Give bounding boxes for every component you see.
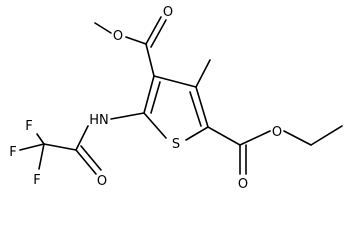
bond-n-carbonyl-c — [75, 125, 89, 151]
bond-cf3-f-left — [19, 143, 45, 151]
atom-sulfur: S — [172, 137, 180, 152]
atom-o-methyl-ether: O — [113, 29, 123, 44]
bond-carbonyl-c-o-double — [145, 16, 162, 45]
bond-amide-c-o-double-2 — [80, 145, 102, 171]
atom-label-layer: O O O O S HN F F F O — [9, 5, 282, 192]
bond-c2-n — [110, 112, 145, 120]
bond-c3-c2-double-inner — [150, 81, 161, 114]
bond-o-ch2 — [283, 130, 312, 146]
bond-cf3-f-bottom — [38, 143, 45, 170]
bond-carbonyl-c-ring-c3 — [145, 43, 155, 77]
atom-f-top: F — [25, 119, 32, 134]
atom-o-ester-top: O — [163, 5, 173, 20]
bond-ch3-o — [94, 22, 112, 34]
atom-nh: HN — [89, 113, 109, 128]
bond-o-carbonyl-c — [125, 36, 147, 45]
bond-c5-ester-c — [207, 126, 241, 146]
molecule-canvas: O O O O S HN F F F O — [9, 5, 343, 192]
bond-c4-methyl — [195, 59, 211, 88]
atom-o-amide: O — [97, 174, 107, 189]
atom-o-ester-right-ether: O — [272, 125, 282, 140]
bond-amide-c-o-double — [75, 149, 97, 175]
bond-carbonyl-c-o-double-2 — [150, 19, 167, 48]
bond-layer — [19, 16, 343, 175]
bond-c2-s — [143, 112, 167, 139]
bond-c3-c4 — [153, 75, 197, 88]
bond-c4-c5-double-inner — [189, 91, 202, 127]
bond-ch2-ch3 — [310, 125, 343, 146]
atom-f-left: F — [9, 145, 16, 160]
molecule-structure-diagram: O O O O S HN F F F O — [9, 5, 343, 192]
bond-c3-c2-double — [143, 75, 155, 114]
bond-amide-c-cf3 — [43, 143, 77, 151]
bond-c4-c5-double — [195, 86, 209, 128]
bond-ester-c-o-ether — [239, 130, 271, 146]
bond-cf3-f-top — [36, 133, 45, 145]
bond-c5-s — [185, 126, 209, 141]
atom-o-ester-right-carbonyl: O — [238, 177, 248, 192]
atom-f-bottom: F — [33, 173, 40, 188]
